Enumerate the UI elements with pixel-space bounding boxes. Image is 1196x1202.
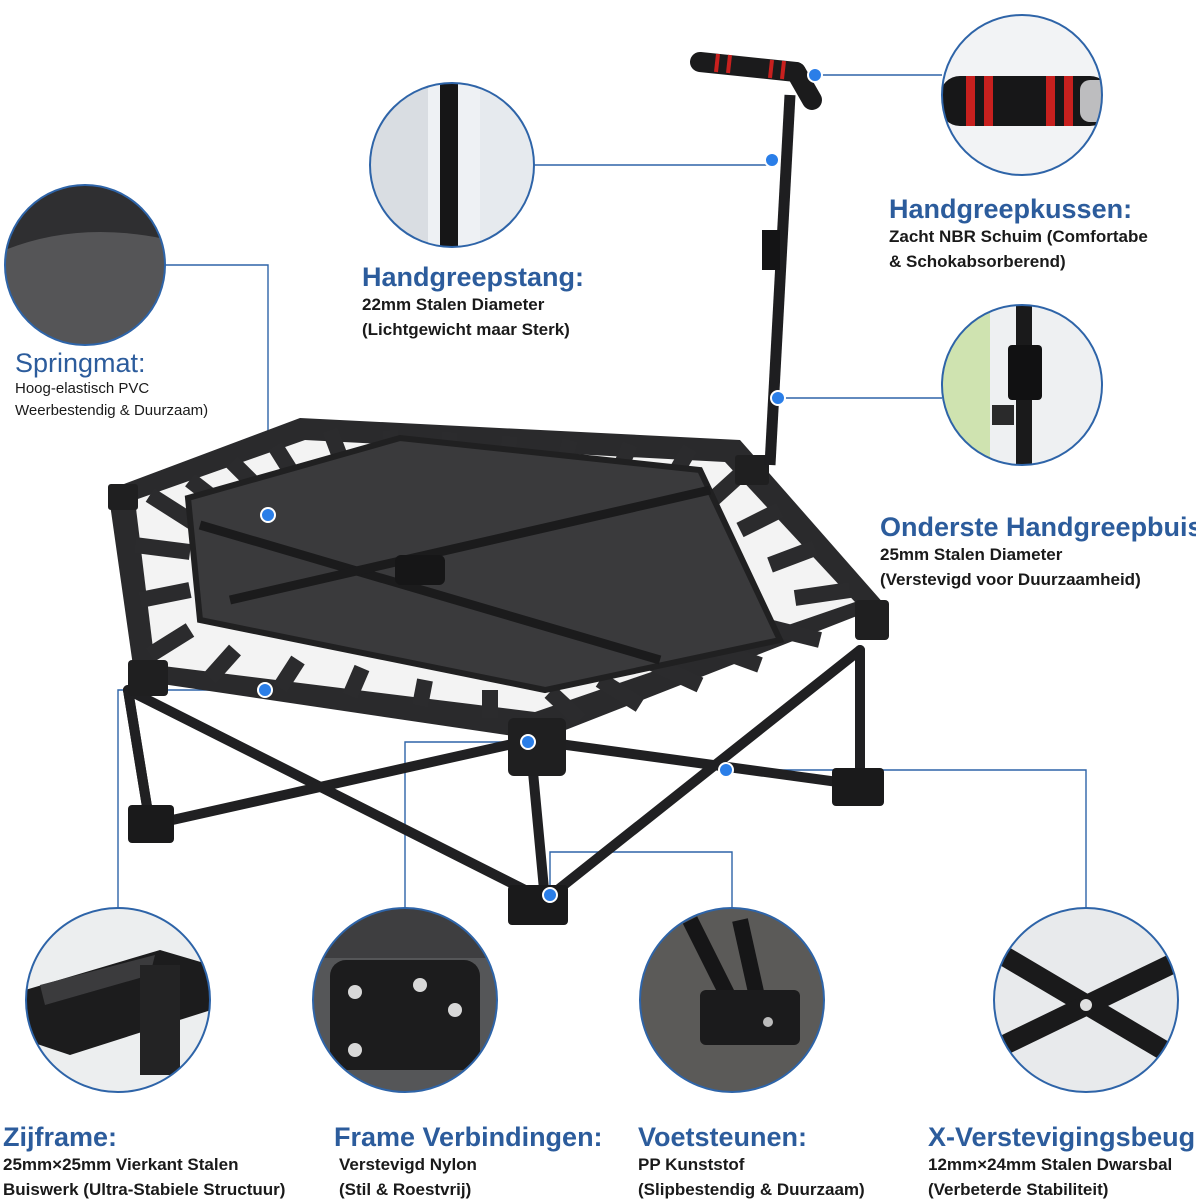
- label-frame-verbindingen-line2: (Stil & Roestvrij): [339, 1180, 472, 1199]
- side-frame: [108, 418, 889, 776]
- callout-marker-dots: [257, 67, 823, 903]
- trampoline-legs: [123, 645, 865, 905]
- label-handgreepstang: Handgreepstang: 22mm Stalen Diameter (Li…: [362, 262, 584, 342]
- label-springmat-title: Springmat:: [15, 348, 146, 378]
- feet: [128, 768, 884, 925]
- label-zijframe-title: Zijframe:: [3, 1122, 118, 1152]
- label-frame-verbindingen-title: Frame Verbindingen:: [334, 1122, 603, 1152]
- label-onderste-handgreepbuis-title: Onderste Handgreepbuis:: [880, 512, 1196, 542]
- label-handgreepstang-title: Handgreepstang:: [362, 262, 585, 292]
- zoom-circle-x-verstevigingsbeugel: [993, 907, 1179, 1093]
- label-springmat-line1: Hoog-elastisch PVC: [15, 380, 150, 397]
- zoom-circle-voetsteunen: [639, 907, 825, 1093]
- zoom-circle-handgreepstang: [369, 82, 535, 248]
- label-handgreepkussen-title: Handgreepkussen:: [889, 194, 1133, 224]
- label-handgreepkussen: Handgreepkussen: Zacht NBR Schuim (Comfo…: [889, 194, 1148, 274]
- zoom-circle-springmat: [4, 184, 166, 346]
- handle-bar: [690, 52, 822, 466]
- label-handgreepkussen-line2: & Schokabsorberend): [889, 252, 1066, 271]
- label-handgreepstang-line1: 22mm Stalen Diameter: [362, 295, 545, 314]
- label-zijframe-line2: Buiswerk (Ultra-Stabiele Structuur): [3, 1180, 286, 1199]
- label-zijframe-line1: 25mm×25mm Vierkant Stalen: [3, 1155, 239, 1174]
- label-x-verstevigingsbeugel-title: X-Verstevigingsbeugel:: [928, 1122, 1196, 1152]
- label-x-verstevigingsbeugel: X-Verstevigingsbeugel: 12mm×24mm Stalen …: [928, 1122, 1196, 1202]
- label-zijframe: Zijframe: 25mm×25mm Vierkant Stalen Buis…: [3, 1122, 285, 1202]
- label-x-verstevigingsbeugel-line1: 12mm×24mm Stalen Dwarsbal: [928, 1155, 1173, 1174]
- label-voetsteunen-line2: (Slipbestendig & Duurzaam): [638, 1180, 865, 1199]
- label-handgreepstang-line2: (Lichtgewicht maar Sterk): [362, 320, 570, 339]
- label-frame-verbindingen-line1: Verstevigd Nylon: [339, 1155, 477, 1174]
- label-voetsteunen: Voetsteunen: PP Kunststof (Slipbestendig…: [638, 1122, 865, 1202]
- label-springmat-line2: Weerbestendig & Duurzaam): [15, 402, 209, 419]
- label-onderste-handgreepbuis-line2: (Verstevigd voor Duurzaamheid): [880, 570, 1141, 589]
- label-frame-verbindingen: Frame Verbindingen: Verstevigd Nylon (St…: [334, 1122, 603, 1202]
- label-onderste-handgreepbuis-line1: 25mm Stalen Diameter: [880, 545, 1063, 564]
- zoom-circle-frame-verbindingen: [312, 907, 498, 1093]
- label-voetsteunen-title: Voetsteunen:: [638, 1122, 808, 1152]
- label-handgreepkussen-line1: Zacht NBR Schuim (Comfortabe: [889, 227, 1148, 246]
- zoom-circle-handgreepkussen: [941, 14, 1103, 176]
- label-onderste-handgreepbuis: Onderste Handgreepbuis: 25mm Stalen Diam…: [880, 512, 1196, 592]
- zoom-circle-onderste-handgreepbuis: [941, 304, 1103, 466]
- label-voetsteunen-line1: PP Kunststof: [638, 1155, 745, 1174]
- label-springmat: Springmat: Hoog-elastisch PVC Weerbesten…: [15, 348, 208, 422]
- zoom-circle-zijframe: [25, 907, 211, 1093]
- label-x-verstevigingsbeugel-line2: (Verbeterde Stabiliteit): [928, 1180, 1109, 1199]
